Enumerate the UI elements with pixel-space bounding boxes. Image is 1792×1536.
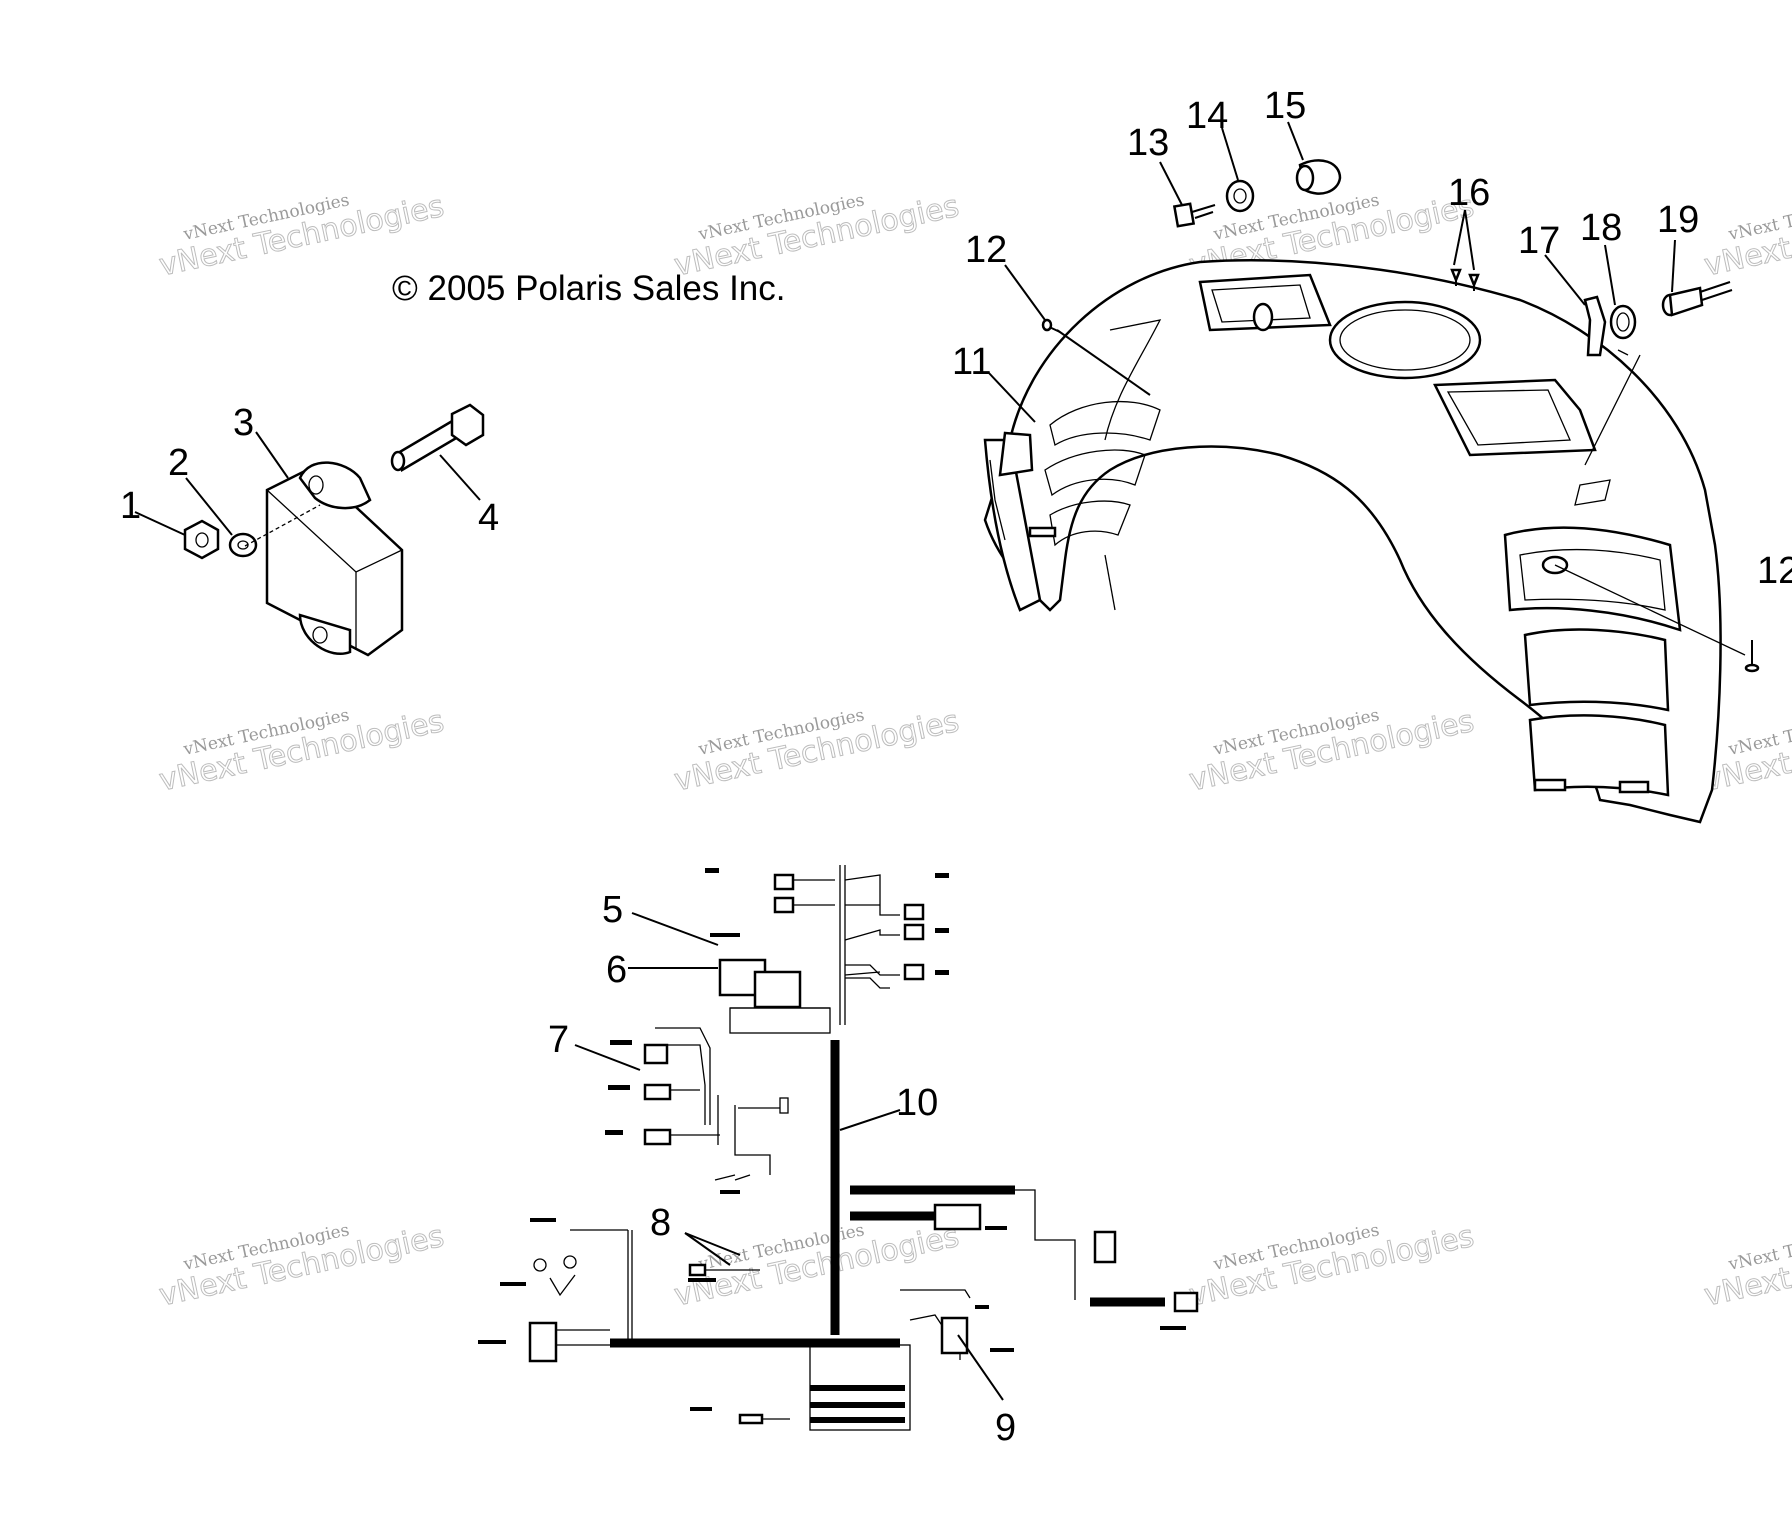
- callout-17: 17: [1518, 220, 1560, 262]
- choke-lever: [1583, 295, 1607, 357]
- callout-2: 2: [168, 442, 189, 484]
- module-top-ear: [298, 461, 372, 510]
- callout-7: 7: [548, 1019, 569, 1061]
- switch-nut: [1225, 179, 1255, 213]
- callout-14: 14: [1186, 95, 1228, 137]
- right-gauge-pod: [1433, 378, 1597, 457]
- center-display-opening: [1328, 300, 1482, 380]
- callout-9: 9: [995, 1407, 1016, 1449]
- screw-right: [1744, 640, 1760, 673]
- schematic-microtext: [478, 868, 1186, 1411]
- relay-block-right: [753, 970, 802, 1009]
- callout-5: 5: [602, 889, 623, 931]
- switch-bezel: [1609, 304, 1637, 356]
- accessory-plug: [1661, 281, 1733, 317]
- washer: [228, 532, 258, 558]
- callout-4: 4: [478, 497, 499, 539]
- callout-10: 10: [896, 1082, 938, 1124]
- callout-12-left: 12: [965, 229, 1007, 271]
- callout-16: 16: [1448, 172, 1490, 214]
- hex-nut: [183, 519, 220, 560]
- module-bottom-ear: [298, 613, 352, 655]
- callout-18: 18: [1580, 207, 1622, 249]
- ignition-key: [1172, 202, 1216, 228]
- callout-6: 6: [606, 949, 627, 991]
- dash-panel-assembly: [983, 259, 1722, 824]
- clips: [1450, 268, 1480, 291]
- callout-19: 19: [1657, 199, 1699, 241]
- callout-3: 3: [233, 402, 254, 444]
- bolt: [390, 403, 485, 472]
- dash-hardware: [987, 121, 1760, 673]
- module-assembly: [134, 403, 485, 657]
- callout-13: 13: [1127, 122, 1169, 164]
- callout-12-right: 12: [1757, 550, 1792, 592]
- wiring-harness: [478, 865, 1199, 1431]
- callout-15: 15: [1264, 85, 1306, 127]
- callout-11: 11: [952, 341, 991, 383]
- callout-1: 1: [120, 485, 141, 527]
- copyright-text: © 2005 Polaris Sales Inc.: [392, 269, 786, 308]
- ignition-knob: [1295, 159, 1342, 195]
- callout-8: 8: [650, 1202, 671, 1244]
